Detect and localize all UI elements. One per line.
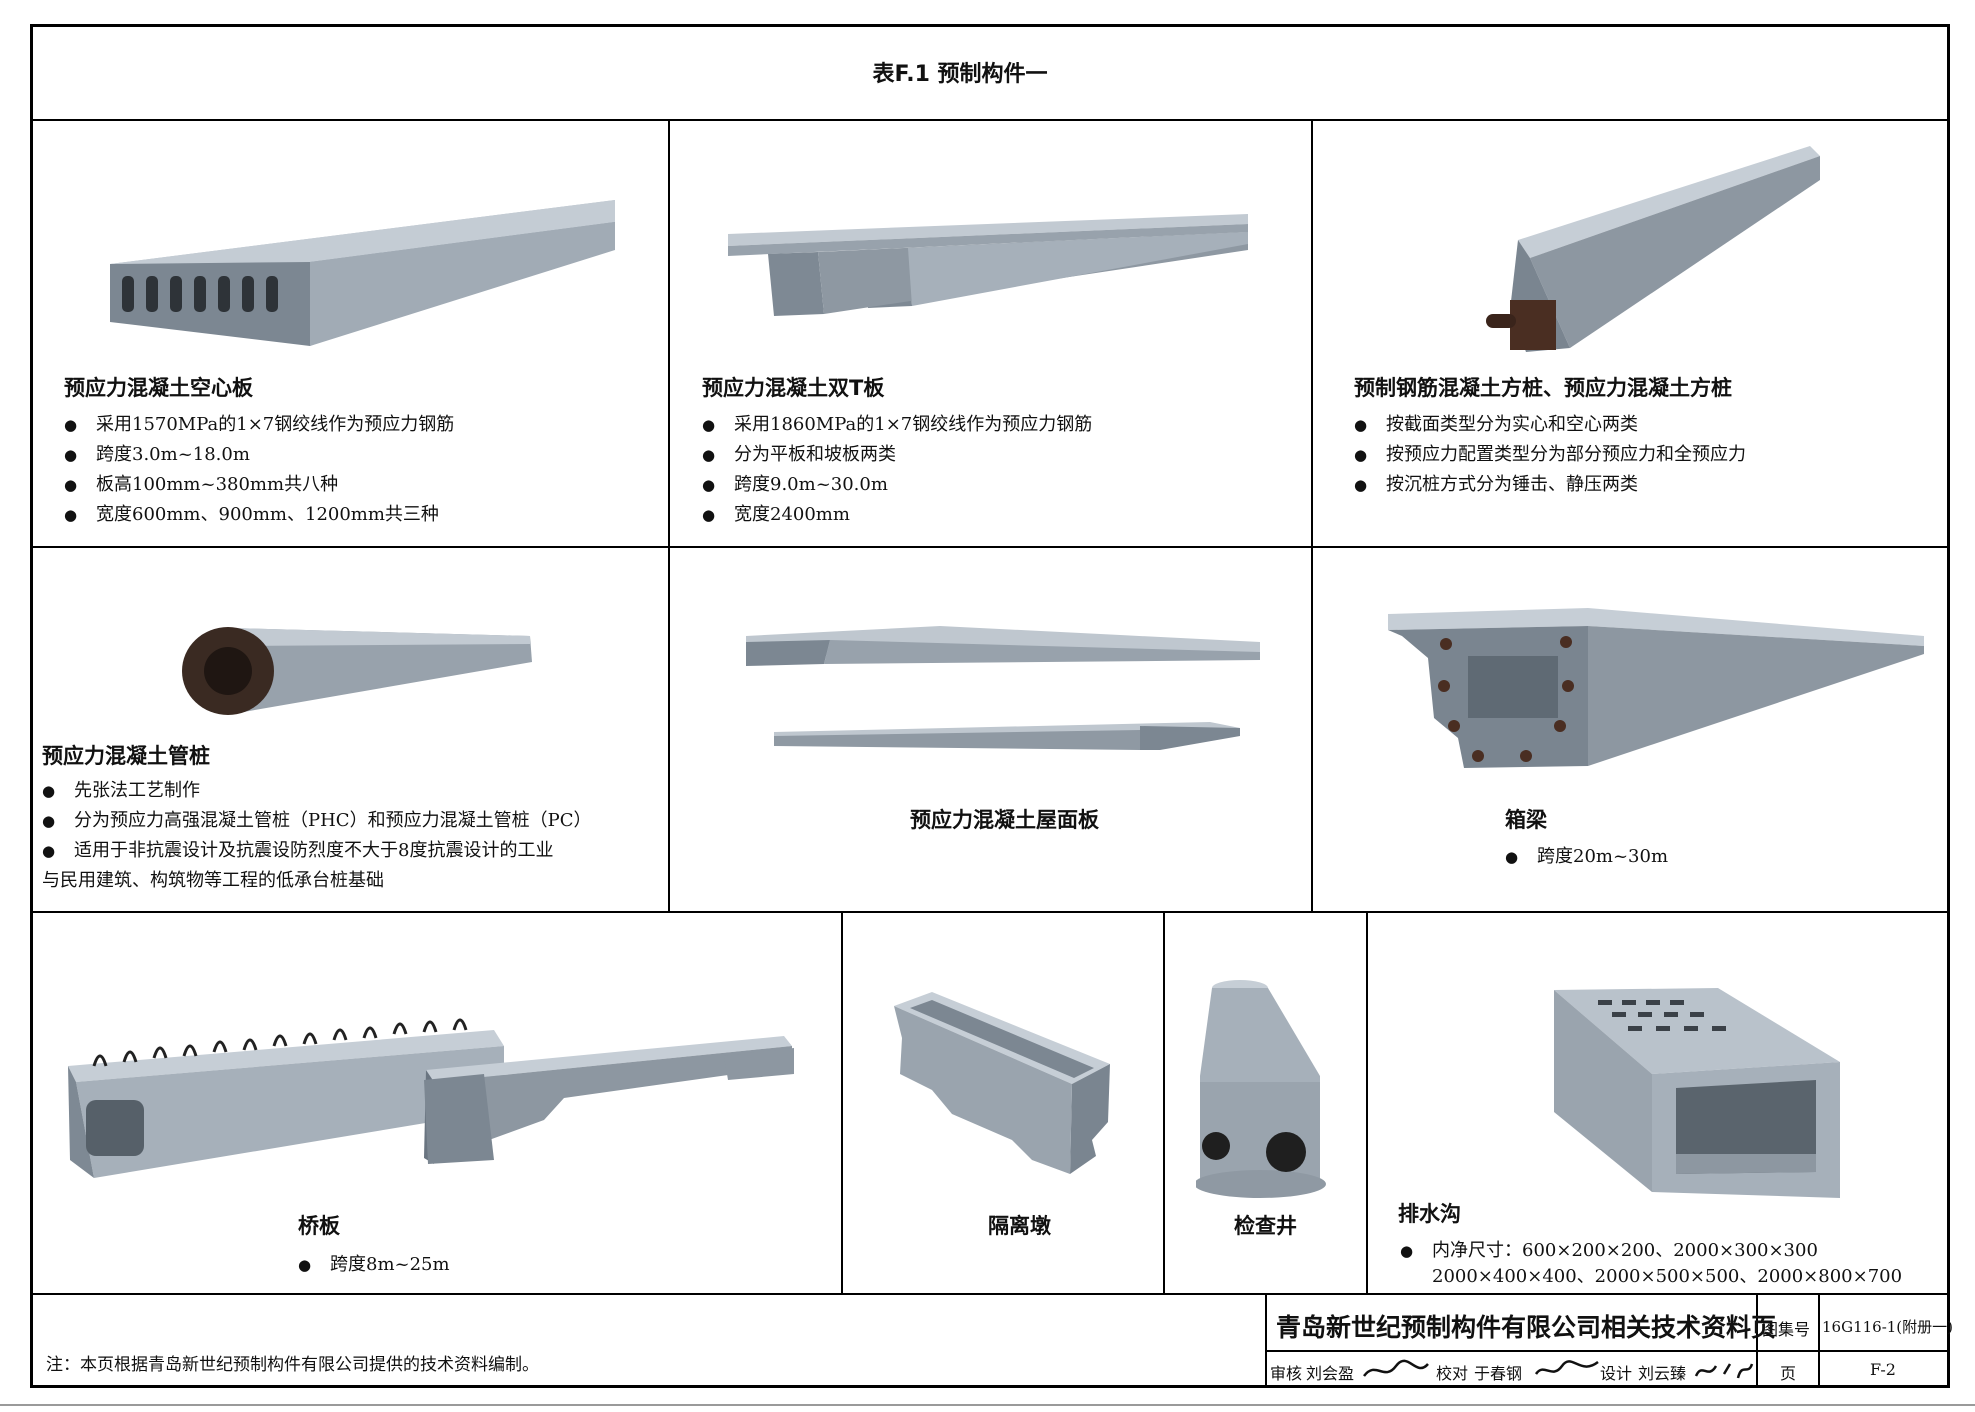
manhole-image — [1196, 980, 1326, 1198]
square-pile-specs: 按截面类型分为实心和空心两类 按预应力配置类型分为部分预应力和全预应力 按沉桩方… — [1354, 410, 1746, 500]
hollow-slab-heading: 预应力混凝土空心板 — [64, 376, 253, 400]
pipe-pile-specs: 先张法工艺制作 分为预应力高强混凝土管桩（PHC）和预应力混凝土管桩（PC） 适… — [42, 776, 591, 896]
drainage-heading: 排水沟 — [1398, 1202, 1461, 1226]
list-item: 按截面类型分为实心和空心两类 — [1354, 410, 1746, 440]
atlas-label: 图集号 — [1762, 1320, 1811, 1339]
col-rule-1 — [668, 119, 670, 911]
col-rule-4 — [1163, 911, 1165, 1293]
rule-row1 — [30, 546, 1950, 548]
list-item: 采用1860MPa的1×7钢绞线作为预应力钢筋 — [702, 410, 1092, 440]
bridge-slab-specs: 跨度8m~25m — [298, 1250, 450, 1280]
design-name: 刘云臻 — [1638, 1364, 1687, 1383]
hollow-core-slab-image — [110, 200, 615, 346]
double-t-slab-image — [728, 214, 1248, 316]
col-rule-5 — [1366, 911, 1368, 1293]
barrier-image — [894, 992, 1110, 1174]
barrier-heading: 隔离墩 — [988, 1214, 1051, 1238]
list-item: 采用1570MPa的1×7钢绞线作为预应力钢筋 — [64, 410, 454, 440]
list-item: 先张法工艺制作 — [42, 776, 591, 806]
list-item: 跨度9.0m~30.0m — [702, 470, 1092, 500]
double-t-heading: 预应力混凝土双T板 — [702, 376, 885, 400]
box-girder-heading: 箱梁 — [1505, 808, 1547, 832]
bridge-slab-image — [68, 1018, 794, 1178]
list-item-line2: 2000×400×400、2000×500×500、2000×800×700 — [1432, 1266, 1903, 1287]
list-item: 分为预应力高强混凝土管桩（PHC）和预应力混凝土管桩（PC） — [42, 806, 591, 836]
rule-row2 — [30, 911, 1950, 913]
list-item: 跨度8m~25m — [298, 1250, 450, 1280]
drawing-frame — [30, 24, 1950, 1388]
list-item-line2: 与民用建筑、构筑物等工程的低承台桩基础 — [42, 870, 384, 891]
table-title: 表F.1 预制构件一 — [872, 62, 1048, 87]
review-signature — [1363, 1359, 1429, 1377]
hollow-slab-specs: 采用1570MPa的1×7钢绞线作为预应力钢筋 跨度3.0m~18.0m 板高1… — [64, 410, 454, 530]
page-bottom-rule — [0, 1404, 1975, 1406]
check-name: 于春钢 — [1474, 1364, 1523, 1383]
list-item: 分为平板和坡板两类 — [702, 440, 1092, 470]
box-girder-image — [1388, 608, 1924, 768]
col-rule-3 — [841, 911, 843, 1293]
manhole-heading: 检查井 — [1234, 1214, 1297, 1238]
pipe-pile-heading: 预应力混凝土管桩 — [42, 744, 210, 768]
tb-mid-rule — [1265, 1350, 1950, 1352]
drainage-specs: 内净尺寸：600×200×200、2000×300×300 2000×400×4… — [1400, 1238, 1902, 1290]
tb-atlas-rule-2 — [1818, 1293, 1820, 1388]
square-pile-image — [1486, 146, 1820, 352]
list-item: 跨度3.0m~18.0m — [64, 440, 454, 470]
rule-row3 — [30, 1293, 1950, 1295]
col-rule-2 — [1311, 119, 1313, 911]
tb-left-rule — [1265, 1293, 1267, 1388]
review-label: 审核 — [1270, 1364, 1303, 1383]
atlas-value: 16G116-1(附册一) — [1822, 1318, 1954, 1336]
tb-atlas-rule — [1756, 1293, 1758, 1388]
list-item: 内净尺寸：600×200×200、2000×300×300 2000×400×4… — [1400, 1238, 1902, 1290]
list-item: 跨度20m~30m — [1505, 842, 1668, 872]
drainage-channel-image — [1554, 988, 1840, 1198]
footnote: 注：本页根据青岛新世纪预制构件有限公司提供的技术资料编制。 — [46, 1355, 539, 1375]
roof-panel-image — [746, 626, 1260, 750]
list-item: 宽度2400mm — [702, 500, 1092, 530]
list-item-line1: 内净尺寸：600×200×200、2000×300×300 — [1432, 1240, 1818, 1261]
square-pile-heading: 预制钢筋混凝土方桩、预应力混凝土方桩 — [1354, 376, 1732, 400]
page-value: F-2 — [1870, 1360, 1896, 1379]
review-name: 刘会盈 — [1306, 1364, 1355, 1383]
page-label: 页 — [1780, 1364, 1797, 1383]
bridge-slab-heading: 桥板 — [298, 1214, 340, 1238]
company-title: 青岛新世纪预制构件有限公司相关技术资料页 — [1276, 1313, 1777, 1342]
pipe-pile-image — [182, 627, 532, 715]
box-girder-specs: 跨度20m~30m — [1505, 842, 1668, 872]
check-label: 校对 — [1436, 1364, 1469, 1383]
list-item: 板高100mm~380mm共八种 — [64, 470, 454, 500]
design-signature — [1694, 1363, 1754, 1379]
list-item: 按预应力配置类型分为部分预应力和全预应力 — [1354, 440, 1746, 470]
rule-under-title — [30, 119, 1950, 121]
list-item: 适用于非抗震设计及抗震设防烈度不大于8度抗震设计的工业 与民用建筑、构筑物等工程… — [42, 836, 591, 896]
double-t-specs: 采用1860MPa的1×7钢绞线作为预应力钢筋 分为平板和坡板两类 跨度9.0m… — [702, 410, 1092, 530]
list-item-line1: 适用于非抗震设计及抗震设防烈度不大于8度抗震设计的工业 — [74, 840, 554, 861]
roof-panel-heading: 预应力混凝土屋面板 — [910, 808, 1099, 832]
list-item: 按沉桩方式分为锤击、静压两类 — [1354, 470, 1746, 500]
design-label: 设计 — [1600, 1364, 1633, 1383]
list-item: 宽度600mm、900mm、1200mm共三种 — [64, 500, 454, 530]
check-signature — [1534, 1360, 1599, 1375]
